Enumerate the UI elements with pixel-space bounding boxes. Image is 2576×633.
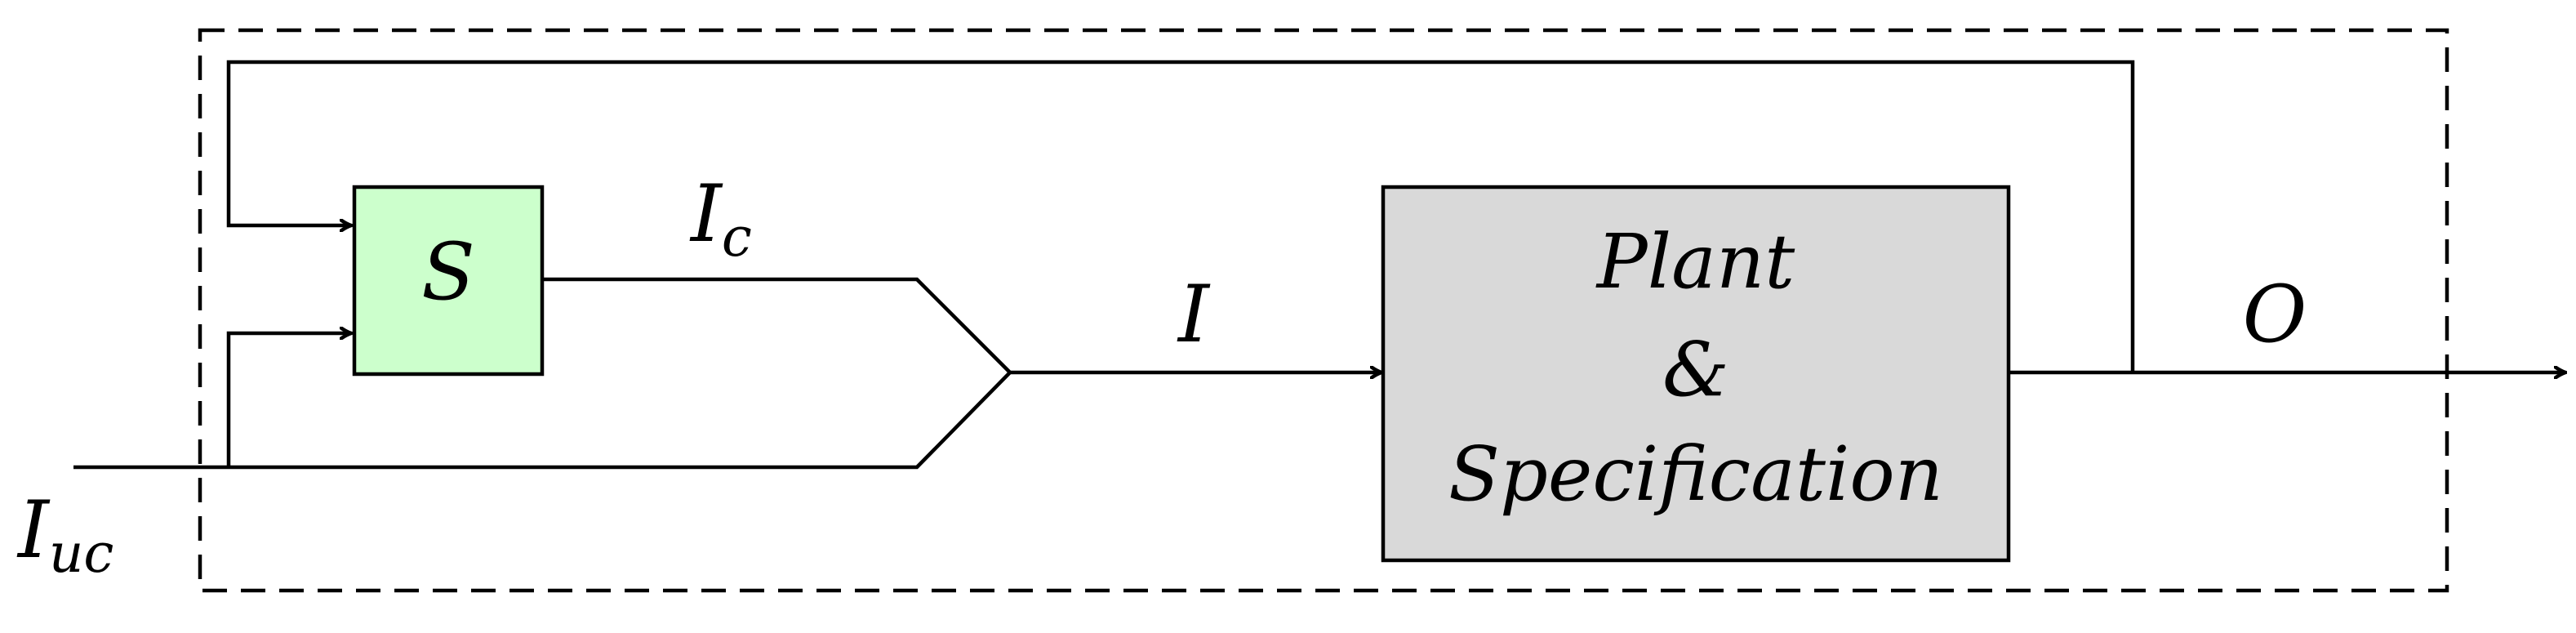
plant-label: Plant <box>1595 218 1795 305</box>
uncontrollable-input-label: Iuc <box>16 484 113 585</box>
specification-label: Specification <box>1448 430 1943 518</box>
and-label: & <box>1662 326 1729 413</box>
supervisor-block: S <box>352 185 545 377</box>
controllable-input-wire <box>542 277 1012 374</box>
uncontrollable-input-subscript: uc <box>49 522 113 585</box>
uncontrollable-input-main: I <box>16 484 51 576</box>
controllable-input-main: I <box>689 168 723 260</box>
controllable-input-label: Ic <box>689 168 752 269</box>
controllable-input-subscript: c <box>722 206 752 269</box>
supervisor-label: S <box>421 226 475 318</box>
combined-input-label: I <box>1177 269 1211 360</box>
system-boundary <box>198 28 2449 593</box>
uncontrollable-branch-wire <box>226 333 351 467</box>
plant-block: Plant & Specification <box>1381 185 2011 563</box>
feedback-wire <box>226 60 2135 372</box>
output-label: O <box>2243 269 2307 360</box>
uncontrollable-input-wire <box>73 371 1012 470</box>
